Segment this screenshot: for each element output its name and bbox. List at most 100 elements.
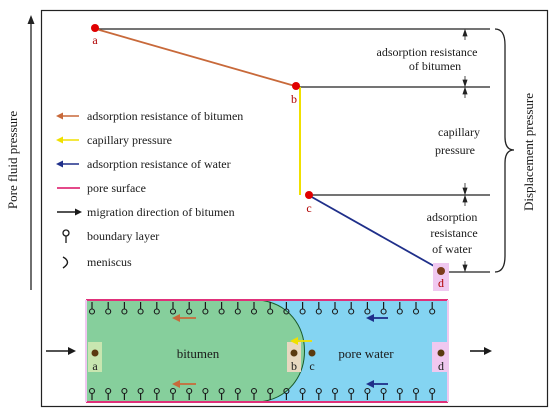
boundary-pin bbox=[250, 302, 258, 315]
annot-capillary-2: pressure bbox=[435, 143, 475, 157]
boundary-pin bbox=[218, 387, 225, 400]
point-b-label: b bbox=[291, 92, 297, 106]
boundary-pin bbox=[283, 387, 290, 400]
brace bbox=[494, 28, 515, 273]
boundary-pin bbox=[267, 387, 274, 400]
displacement-pressure-label: Displacement pressure bbox=[521, 93, 536, 211]
annot-ads-bitumen-1: adsorption resistance bbox=[377, 45, 478, 59]
channel-point-b-highlight bbox=[287, 342, 301, 372]
boundary-pin bbox=[105, 302, 112, 315]
boundary-pin bbox=[186, 302, 193, 315]
pore-fluid-pressure-label: Pore fluid pressure bbox=[5, 111, 20, 209]
boundary-layer-bottom bbox=[88, 387, 436, 400]
boundary-pin bbox=[299, 302, 306, 315]
boundary-pin bbox=[88, 302, 96, 315]
channel-point-d-highlight bbox=[432, 342, 448, 372]
boundary-pin bbox=[348, 302, 355, 315]
bitumen-region bbox=[86, 300, 305, 402]
annot-ads-water-1: adsorption bbox=[427, 210, 478, 224]
segment-water-resistance bbox=[309, 195, 442, 271]
water-resistance-arrows bbox=[366, 314, 388, 388]
channel-point-c-label: c bbox=[309, 359, 314, 373]
channel-point-d bbox=[437, 349, 445, 357]
point-d bbox=[437, 267, 445, 275]
boundary-pin bbox=[364, 302, 371, 315]
point-b bbox=[292, 82, 300, 90]
boundary-pin bbox=[380, 387, 387, 400]
pore-channel: a b c d bitumen pore water bbox=[85, 299, 449, 403]
boundary-pin bbox=[412, 302, 420, 315]
legend-label-3: pore surface bbox=[87, 181, 146, 195]
boundary-pin bbox=[250, 387, 258, 400]
boundary-pin bbox=[121, 387, 128, 400]
boundary-pin bbox=[412, 387, 420, 400]
boundary-pin bbox=[169, 387, 177, 400]
boundary-pin bbox=[88, 387, 96, 400]
boundary-pin bbox=[137, 387, 144, 400]
boundary-pin bbox=[202, 387, 209, 400]
channel-point-c bbox=[308, 349, 316, 357]
boundary-pin bbox=[299, 387, 306, 400]
annot-capillary-1: capillary bbox=[438, 125, 480, 139]
boundary-pin bbox=[364, 387, 371, 400]
boundary-pin bbox=[137, 302, 144, 315]
boundary-pin bbox=[380, 302, 387, 315]
channel-point-b-label: b bbox=[291, 359, 297, 373]
point-d-highlight bbox=[433, 263, 449, 291]
boundary-pin bbox=[234, 302, 241, 315]
boundary-pin bbox=[153, 302, 160, 315]
annot-ads-water-2: resistance bbox=[430, 226, 477, 240]
boundary-pin bbox=[283, 302, 290, 315]
channel-point-d-label: d bbox=[438, 359, 444, 373]
boundary-pin bbox=[105, 387, 112, 400]
legend-label-0: adsorption resistance of bitumen bbox=[87, 109, 243, 123]
boundary-pin bbox=[121, 302, 128, 315]
boundary-pin bbox=[348, 387, 355, 400]
channel-point-a-highlight bbox=[88, 342, 102, 372]
legend-label-2: adsorption resistance of water bbox=[87, 157, 231, 171]
annot-ads-bitumen-2: of bitumen bbox=[409, 59, 461, 73]
meniscus bbox=[257, 299, 305, 403]
boundary-pin bbox=[218, 302, 225, 315]
legend-boundary-layer-icon bbox=[62, 229, 70, 237]
boundary-pin bbox=[396, 302, 403, 315]
point-d-label: d bbox=[438, 276, 444, 290]
frame bbox=[40, 9, 549, 408]
legend: adsorption resistance of bitumen capilla… bbox=[56, 109, 243, 269]
boundary-pin bbox=[267, 302, 274, 315]
boundary-layer-top bbox=[88, 302, 436, 315]
point-a-label: a bbox=[92, 33, 98, 47]
boundary-pin bbox=[331, 302, 339, 315]
boundary-pin bbox=[429, 387, 436, 400]
boundary-pin bbox=[429, 302, 436, 315]
point-a bbox=[91, 24, 99, 32]
pore-water-label: pore water bbox=[338, 346, 394, 361]
dimension-ticks bbox=[462, 28, 468, 273]
boundary-pin bbox=[169, 302, 177, 315]
channel-point-a-label: a bbox=[92, 359, 98, 373]
point-c-label: c bbox=[306, 201, 311, 215]
boundary-pin bbox=[234, 387, 241, 400]
bitumen-resistance-arrows bbox=[172, 314, 196, 388]
legend-label-4: migration direction of bitumen bbox=[87, 205, 235, 219]
boundary-pin bbox=[153, 387, 160, 400]
channel-point-b bbox=[290, 349, 298, 357]
boundary-pin bbox=[396, 387, 403, 400]
segment-bitumen-resistance bbox=[95, 28, 296, 87]
boundary-pin bbox=[186, 387, 193, 400]
annot-ads-water-3: of water bbox=[432, 242, 472, 256]
point-c bbox=[305, 191, 313, 199]
pressure-axis-arrowhead bbox=[27, 15, 35, 24]
legend-label-5: boundary layer bbox=[87, 229, 159, 243]
boundary-pin bbox=[331, 387, 339, 400]
boundary-pin bbox=[315, 387, 322, 400]
legend-label-1: capillary pressure bbox=[87, 133, 172, 147]
boundary-pin bbox=[315, 302, 322, 315]
legend-meniscus-icon bbox=[62, 256, 69, 269]
bitumen-label: bitumen bbox=[177, 346, 220, 361]
capillary-arrow bbox=[290, 337, 312, 345]
legend-label-6: meniscus bbox=[87, 255, 132, 269]
boundary-pin bbox=[202, 302, 209, 315]
channel-point-a bbox=[91, 349, 99, 357]
